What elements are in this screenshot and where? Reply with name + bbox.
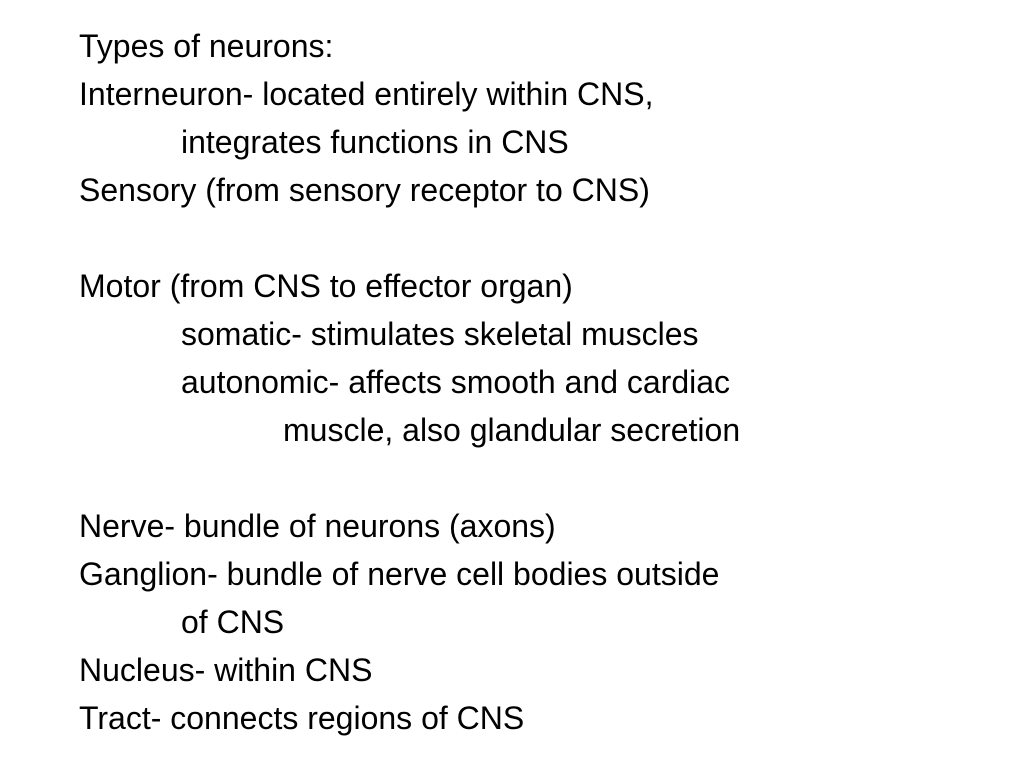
motor-autonomic-item: autonomic- affects smooth and cardiac [181,364,731,400]
motor-autonomic-item-continued: muscle, also glandular secretion [283,412,741,448]
ganglion-definition: Ganglion- bundle of nerve cell bodies ou… [79,556,720,592]
nucleus-definition: Nucleus- within CNS [79,652,373,688]
interneuron-definition: Interneuron- located entirely within CNS… [79,76,654,112]
sensory-definition: Sensory (from sensory receptor to CNS) [79,172,650,208]
interneuron-definition-continued: integrates functions in CNS [181,124,569,160]
motor-definition: Motor (from CNS to effector organ) [79,268,573,304]
nerve-definition: Nerve- bundle of neurons (axons) [79,508,556,544]
ganglion-definition-continued: of CNS [181,604,285,640]
slide-heading: Types of neurons: [79,28,334,64]
tract-definition: Tract- connects regions of CNS [79,700,525,736]
motor-somatic-item: somatic- stimulates skeletal muscles [181,316,699,352]
